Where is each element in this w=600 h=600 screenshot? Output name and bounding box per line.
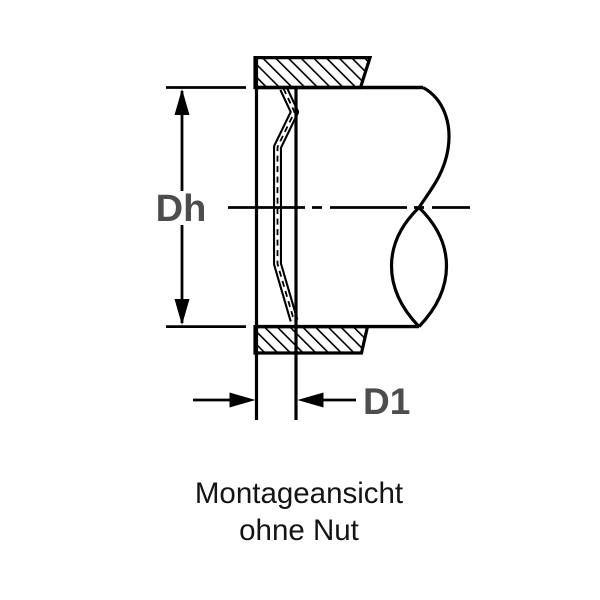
rod-break-lower-right-arc	[417, 206, 449, 328]
rod-break-lower-left-arc	[389, 206, 421, 328]
caption-line-2: ohne Nut	[239, 514, 359, 547]
d1-arrowhead-right	[229, 392, 256, 408]
d1-arrowhead-left	[297, 392, 324, 408]
dh-label: Dh	[156, 188, 207, 230]
rod-break-upper-arc	[417, 86, 451, 209]
dh-arrowhead-up	[174, 89, 190, 115]
caption-line-1: Montageansicht	[195, 477, 403, 510]
dh-dimension	[166, 86, 246, 328]
caption: Montageansicht ohne Nut	[195, 477, 403, 547]
rod-break-line	[389, 86, 451, 328]
seal-profile	[273, 86, 299, 322]
dh-arrowhead-down	[174, 299, 190, 325]
d1-dimension	[193, 392, 356, 408]
top-flange-section	[253, 56, 373, 90]
seal-membrane-section-dashes	[276, 88, 296, 321]
bottom-flange-section	[253, 325, 370, 355]
d1-label: D1	[363, 381, 410, 422]
